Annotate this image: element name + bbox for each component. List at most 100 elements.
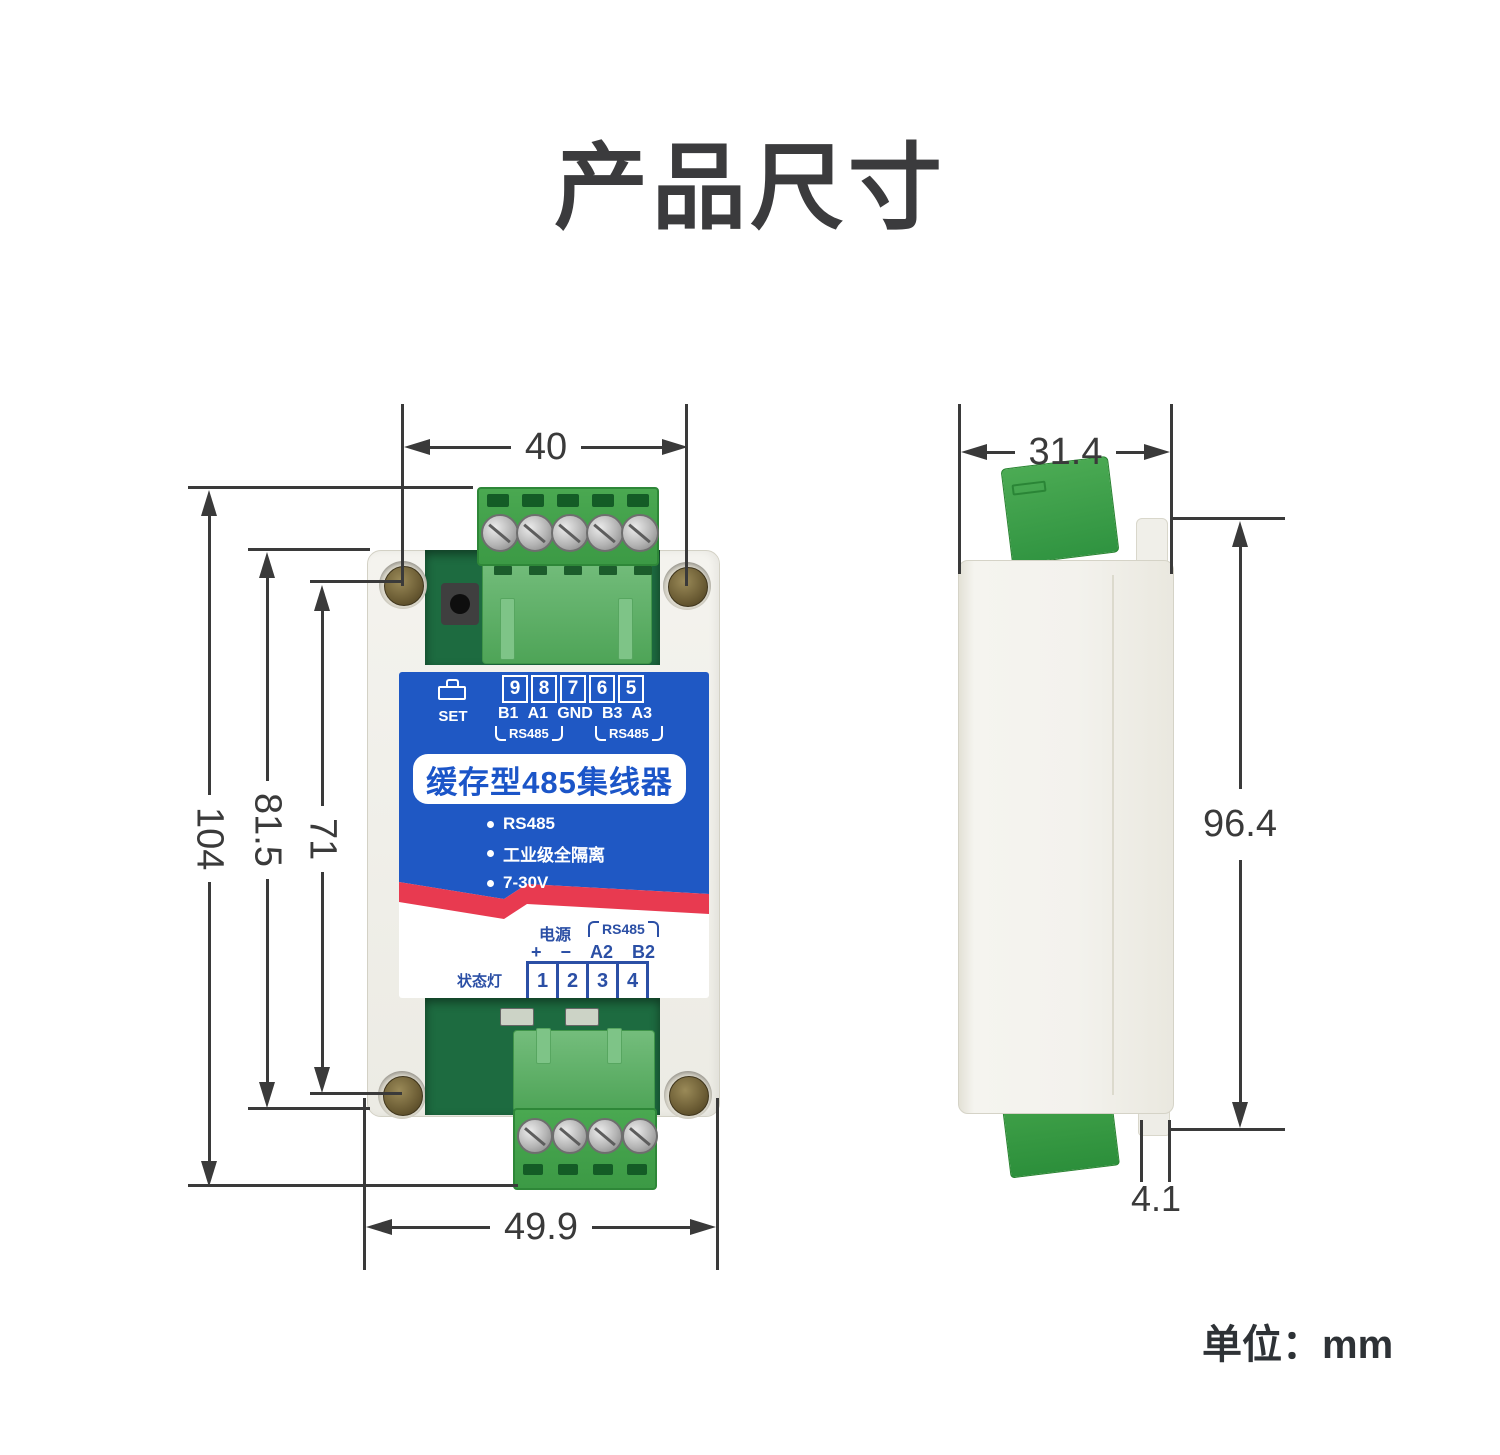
mounting-screw [663, 562, 711, 610]
side-enclosure-body [958, 560, 1174, 1114]
ext-line-width-left [363, 1098, 366, 1270]
dim-overall-width: 49.9 [366, 1206, 716, 1248]
terminal-pin-slot [634, 566, 652, 575]
rs485-bus3-label: RS485 [609, 726, 649, 741]
product-label: SET 9 8 7 6 5 B1 A1 GND B3 A3 RS485 RS48… [399, 672, 709, 998]
terminal-pin-slot [529, 566, 547, 575]
port-number: 1 [526, 961, 559, 998]
terminal-wire-hole [523, 1164, 543, 1175]
pin-name: B2 [631, 942, 655, 962]
port-number: 3 [586, 961, 619, 998]
set-button-icon [438, 679, 468, 703]
feature-item: 7-30V [487, 873, 605, 893]
ext-line-depth-right [1170, 404, 1173, 574]
ext-line-width-right [716, 1098, 719, 1270]
ext-line-lip-left [1140, 1120, 1143, 1182]
pcb-component [565, 1008, 599, 1026]
terminal-wire-hole [487, 494, 509, 507]
dim-hole-span: 40 [404, 426, 688, 468]
dim-value-body-height: 81.5 [246, 793, 289, 867]
pin-name: B3 [601, 705, 623, 722]
dim-arrow-down [314, 1067, 330, 1093]
ext-line-overall-height-bottom [188, 1184, 518, 1187]
terminal-screw [621, 514, 659, 552]
terminal-wire-hole [627, 1164, 647, 1175]
product-name: 缓存型485集线器 [426, 764, 673, 800]
unit-note: 单位：mm [1202, 1323, 1394, 1367]
feature-item: RS485 [487, 814, 605, 834]
dim-arrow-left [366, 1219, 392, 1235]
ext-line-overall-height-top [188, 486, 473, 489]
dim-value-overall-height: 104 [188, 806, 231, 871]
terminal-wire-hole [558, 1164, 578, 1175]
ext-line-hole-span-right [685, 404, 688, 586]
status-light-label: 状态灯 [457, 973, 503, 990]
rs485-bus1-brace: RS485 [495, 724, 563, 741]
ext-line-height-bottom [1170, 1128, 1285, 1131]
ext-line-height-top [1170, 517, 1285, 520]
set-pushbutton [441, 583, 479, 625]
dim-arrow-up [259, 552, 275, 578]
terminal-screw [552, 1118, 588, 1154]
terminal-screw [517, 1118, 553, 1154]
port-number: 7 [560, 675, 586, 703]
ext-line-hole-pitch-bottom [310, 1092, 402, 1095]
power-label: 电源 [539, 927, 572, 944]
terminal-screw [551, 514, 589, 552]
page-title: 产品尺寸 [553, 135, 946, 240]
dim-arrow-left [961, 444, 987, 460]
dim-height: 96.4 [1203, 521, 1277, 1128]
bullet-icon [487, 850, 494, 857]
rs485-bus3-brace: RS485 [595, 724, 663, 741]
dim-arrow-down [201, 1161, 217, 1187]
rs485-bus2-label: RS485 [602, 921, 645, 937]
port-number: 9 [502, 675, 528, 703]
terminal-pin-slot [564, 566, 582, 575]
dim-value-overall-width: 49.9 [504, 1205, 578, 1248]
dim-arrow-right [662, 439, 688, 455]
pin-name: GND [557, 705, 593, 722]
terminal-latch [618, 598, 633, 660]
terminal-pin-slot [494, 566, 512, 575]
bullet-icon [487, 820, 494, 828]
pin-name: A1 [527, 705, 549, 722]
port-number: 4 [616, 961, 649, 998]
terminal-wire-hole [593, 1164, 613, 1175]
dim-arrow-right [1144, 444, 1170, 460]
set-pushbutton-cap [450, 594, 470, 614]
pin-name: A2 [589, 942, 613, 962]
set-label: SET [438, 708, 468, 725]
rs485-bus2-brace: RS485 [588, 921, 659, 939]
dim-arrow-right [690, 1219, 716, 1235]
bottom-pin-names: + − A2 B2 [531, 942, 655, 963]
dim-value-rail-lip: 4.1 [1130, 1178, 1182, 1219]
dim-depth: 31.4 [961, 431, 1170, 473]
dim-value-hole-pitch: 71 [301, 817, 344, 861]
port-number: 6 [589, 675, 615, 703]
pcb-component [500, 1008, 534, 1026]
terminal-wire-hole [592, 494, 614, 507]
terminal-screw [516, 514, 554, 552]
dim-overall-height: 104 [189, 490, 231, 1187]
dim-value-depth: 31.4 [1028, 430, 1103, 473]
top-pin-names: B1 A1 GND B3 A3 [498, 705, 652, 723]
dim-value-hole-span: 40 [524, 425, 568, 468]
ext-line-body-height-bottom [248, 1107, 370, 1110]
terminal-wire-hole [522, 494, 544, 507]
dim-arrow-left [404, 439, 430, 455]
dim-arrow-down [259, 1082, 275, 1108]
feature-item: 工业级全隔离 [487, 841, 605, 866]
terminal-latch [607, 1028, 622, 1064]
ext-line-lip-right [1168, 1120, 1171, 1182]
mounting-screw [378, 1071, 426, 1119]
terminal-latch [500, 598, 515, 660]
dim-arrow-up [1232, 521, 1248, 547]
port-number: 2 [556, 961, 589, 998]
ext-line-body-height-top [248, 548, 370, 551]
dim-arrow-down [1232, 1102, 1248, 1128]
terminal-wire-hole [557, 494, 579, 507]
ext-line-hole-pitch-top [310, 580, 402, 583]
terminal-screw [587, 1118, 623, 1154]
terminal-screw [622, 1118, 658, 1154]
feature-list: RS485 工业级全隔离 7-30V [487, 814, 605, 900]
